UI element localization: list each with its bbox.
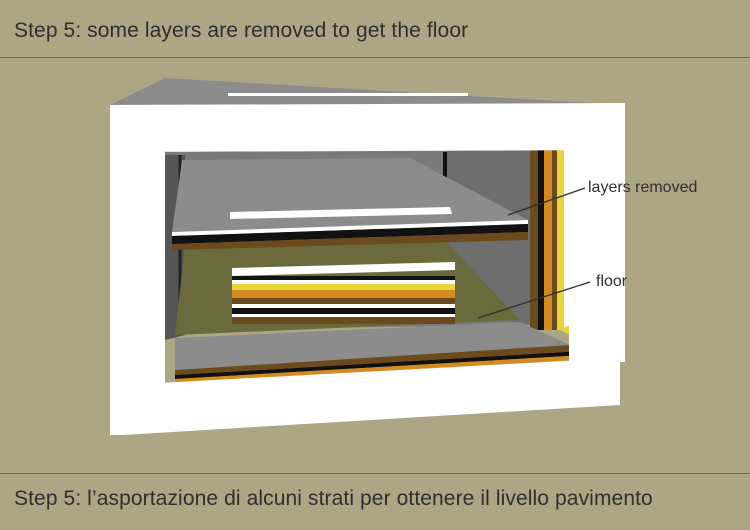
wall-stripe-brown-2 [552,150,557,330]
floor-layer-black-2 [232,308,455,314]
bottom-slab-layer-black [175,350,603,379]
leader-layers-removed [507,187,586,216]
wall-stripe-white [564,150,569,330]
bottom-slab-layer-brown [175,345,600,375]
bottom-slab-top [175,322,570,370]
floor-layer-orange [232,290,455,298]
caption-english: Step 5: some layers are removed to get t… [14,19,469,42]
shell-top-slot [228,93,468,96]
leader-floor [477,281,591,319]
removed-plate-edge-brown [172,232,528,250]
floor-layer-white-2 [232,304,455,308]
wall-stripe-orange [544,150,552,330]
removed-plate-edge-black [172,224,528,244]
shell-right-lower [569,322,620,360]
removed-plate-slot [230,207,452,219]
shell-top-front [110,103,625,152]
label-floor: floor [596,273,628,290]
wall-stripe-yellow [557,150,564,330]
floor-layer-brown-2 [232,317,455,324]
top-divider [0,57,750,58]
shell-left-wall [110,105,165,435]
floor-layer-brown [232,298,455,304]
floor-block-top [232,262,455,276]
label-layers-removed: layers removed [588,179,697,196]
removed-layers-plate [172,158,528,250]
right-wall-layers [530,150,569,330]
bottom-slab-layer-orange [175,354,607,383]
shell-bottom-front [122,358,620,435]
wall-stripe-black [538,150,544,330]
removed-plate-edge-white [172,220,528,236]
floor-layer-white [232,280,455,284]
bottom-divider [0,473,750,474]
floor-layer-yellow [232,284,455,290]
floor-layer-black [232,276,455,280]
floor-layer-white-3 [232,314,455,317]
shell-right-wall [569,150,625,362]
floor-block [232,262,455,324]
caption-italian: Step 5: l’asportazione di alcuni strati … [14,487,653,510]
wall-stripe-brown [530,150,538,330]
